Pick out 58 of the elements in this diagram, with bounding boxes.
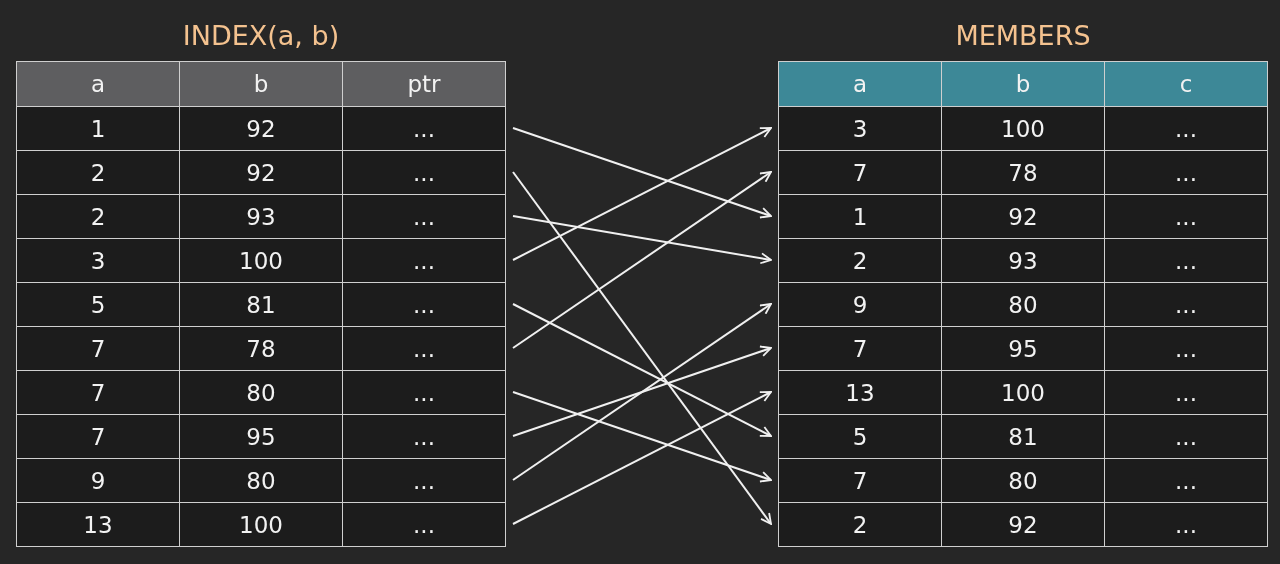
table-cell-text: 2 <box>851 246 869 276</box>
table-cell-text: 3 <box>851 114 869 144</box>
table-row <box>779 282 1267 326</box>
column-header: a <box>851 70 869 99</box>
table-row <box>17 238 505 282</box>
table-cell-text: 9 <box>89 466 107 496</box>
table-cell-text: 13 <box>82 510 114 540</box>
arrow <box>512 215 772 265</box>
arrow <box>512 391 772 483</box>
table-cell-text: 7 <box>851 158 869 188</box>
table-cell-text: 7 <box>89 378 107 408</box>
table-cell: 92 <box>941 503 1104 546</box>
column-header: a <box>89 70 107 99</box>
table-row <box>779 502 1267 546</box>
table-row <box>779 458 1267 502</box>
table-title: INDEX(a, b) <box>181 19 341 53</box>
table-cell: ... <box>342 503 505 546</box>
table-cell: 100 <box>179 503 342 546</box>
table-cell-text: 9 <box>851 290 869 320</box>
table-cell-text: 3 <box>89 246 107 276</box>
table-cell-text: 7 <box>89 334 107 364</box>
table-row <box>17 458 505 502</box>
table-row <box>779 150 1267 194</box>
table-cell-text: 2 <box>851 510 869 540</box>
arrow <box>512 303 772 437</box>
table-cell: ... <box>1104 503 1267 546</box>
arrow <box>512 391 772 525</box>
table-row <box>17 282 505 326</box>
table-row <box>17 194 505 238</box>
table-cell-text: 7 <box>89 422 107 452</box>
arrow <box>512 171 772 349</box>
table-row <box>17 370 505 414</box>
table-row <box>779 326 1267 370</box>
table-row <box>17 414 505 458</box>
table-cell-text: 5 <box>851 422 869 452</box>
arrow <box>512 303 772 481</box>
table-cell-text: 13 <box>844 378 876 408</box>
arrow <box>512 171 772 525</box>
arrow <box>512 345 772 437</box>
table-cell-text: 7 <box>851 466 869 496</box>
table-row <box>779 414 1267 458</box>
arrow <box>512 127 772 261</box>
table-row <box>779 194 1267 238</box>
table-row <box>779 238 1267 282</box>
table-row <box>17 326 505 370</box>
table-row <box>17 106 505 150</box>
table-title: MEMBERS <box>954 19 1092 53</box>
table-cell-text: 1 <box>89 114 107 144</box>
table-row <box>779 370 1267 414</box>
table-cell-text: 2 <box>89 158 107 188</box>
table-row <box>779 106 1267 150</box>
table-row <box>17 502 505 546</box>
table-row <box>17 150 505 194</box>
table-cell-text: 5 <box>89 290 107 320</box>
table-cell-text: 7 <box>851 334 869 364</box>
arrow <box>512 127 772 219</box>
table-cell-text: 1 <box>851 202 869 232</box>
table-cell-text: 2 <box>89 202 107 232</box>
